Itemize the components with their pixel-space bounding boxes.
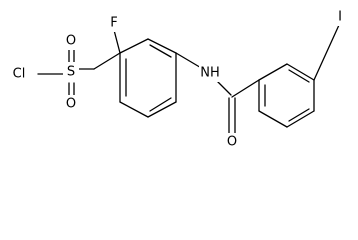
atom-label-cl: Cl (13, 67, 26, 82)
bond-ring-b-double-2 (288, 108, 310, 122)
bond-ring-a-5 (147, 101, 177, 118)
bond-ring-a-double-3 (149, 97, 172, 112)
bond-ring-a-double-2 (149, 44, 172, 58)
atom-label-nh: NH (200, 66, 220, 81)
bond-ring-nh (175, 52, 204, 70)
bond-ring-b-1 (258, 63, 288, 81)
bond-c-ring-b (231, 79, 260, 98)
bond-lines (37, 24, 340, 136)
bond-nh-c (215, 79, 232, 96)
bond-c-f (113, 29, 121, 54)
bond-ring-a-6 (119, 101, 149, 118)
atom-label-i: I (338, 10, 342, 25)
bond-ring-a-2 (119, 38, 149, 54)
atom-label-o-top: O (66, 34, 76, 49)
bond-ring-a-1 (93, 52, 121, 70)
atom-label-o-carbonyl: O (227, 135, 237, 150)
bond-ring-a-3 (147, 38, 177, 54)
bond-ring-b-4 (286, 110, 315, 128)
chemical-structure-diagram: Cl S O O F NH O I (4, 8, 346, 151)
bond-ring-b-double-1 (288, 69, 310, 83)
atom-labels: Cl S O O F NH O I (4, 8, 346, 151)
atom-label-f: F (110, 16, 117, 31)
bond-ring-b-2 (286, 63, 315, 81)
bond-c-i (313, 24, 340, 81)
bond-ring-b-5 (258, 110, 288, 128)
atom-label-o-bottom: O (66, 97, 76, 112)
atom-label-s: S (67, 65, 75, 80)
